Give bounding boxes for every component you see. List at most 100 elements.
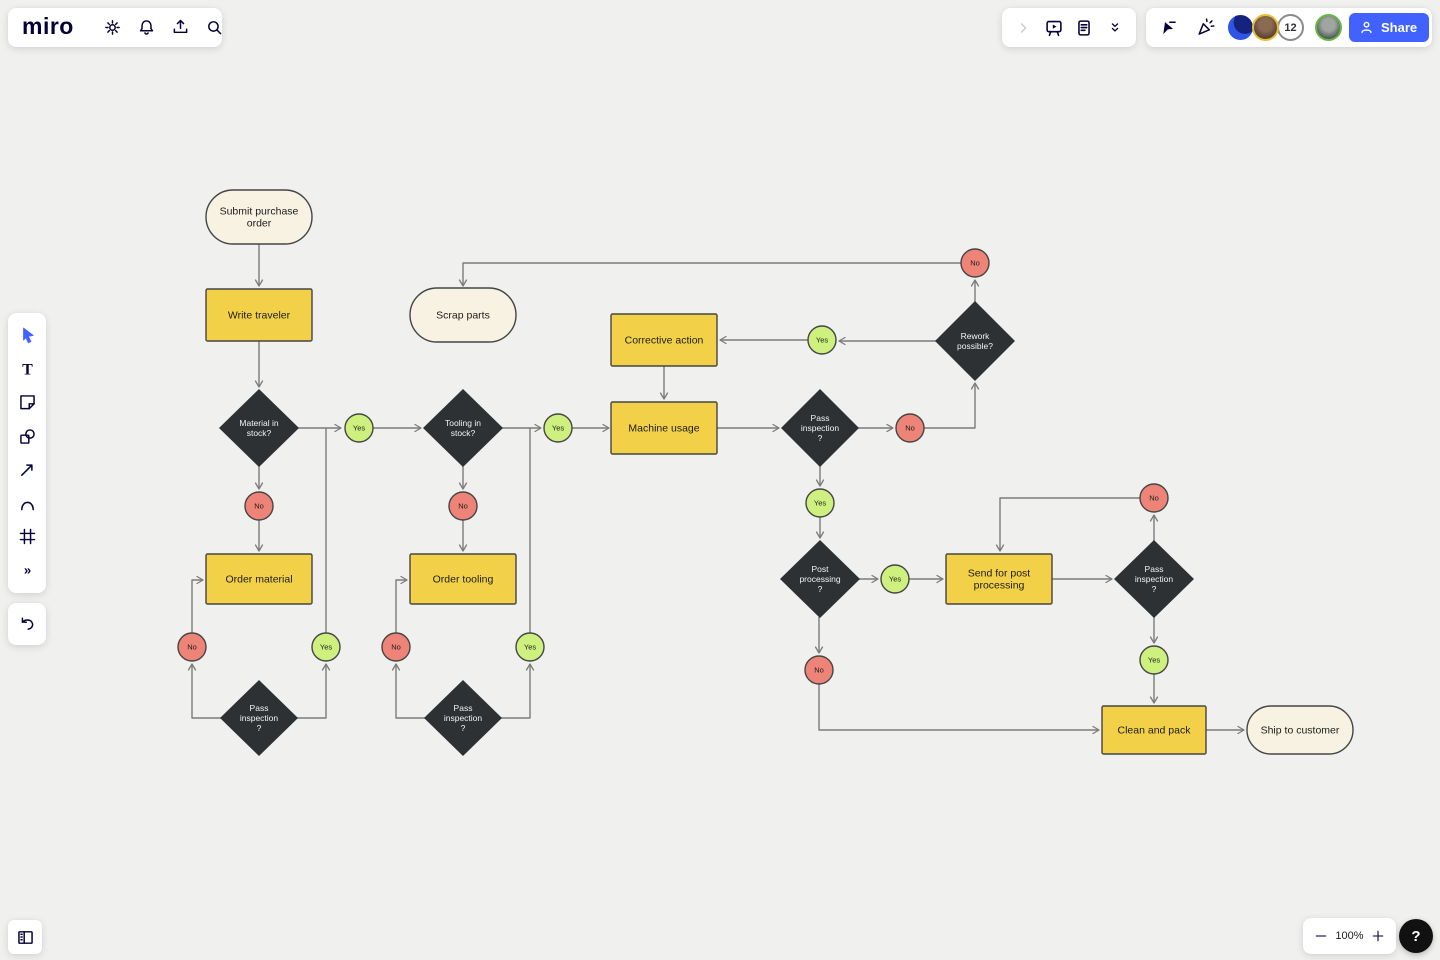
edge-pass1-to-no-loop[interactable] [187,663,221,719]
undo-toolbar [8,603,46,645]
edge-no-to-scrap-parts[interactable] [458,262,961,287]
connector-tool[interactable] [12,455,42,485]
settings-button[interactable] [98,13,128,43]
edge-pass1-to-yes-loop[interactable] [297,663,331,719]
node-no-loop-tooling[interactable]: No [381,632,411,662]
export-button[interactable] [166,13,196,43]
zoom-level[interactable]: 100% [1335,930,1364,942]
edge-no-to-rework[interactable] [924,382,980,429]
creation-toolbar: T » [8,313,46,593]
more-chevrons-icon: » [23,562,30,577]
frame-tool[interactable] [12,522,42,552]
hide-cursors-button[interactable] [1153,13,1183,43]
node-no-loop-material[interactable]: No [177,632,207,662]
node-yes-tooling[interactable]: Yes [543,413,573,443]
sticky-note-icon [19,395,35,410]
collaborator-count-badge[interactable]: 12 [1277,14,1304,41]
select-tool[interactable] [12,321,42,351]
reactions-button[interactable] [1190,13,1220,43]
edge-pass2-to-no-loop[interactable] [391,663,425,719]
node-no-inspection-machine[interactable]: No [895,413,925,443]
node-no-material[interactable]: No [244,491,274,521]
share-button[interactable]: Share [1349,13,1430,42]
shapes-tool[interactable] [12,421,42,451]
node-yes-inspection-machine[interactable]: Yes [805,488,835,518]
notes-button[interactable] [1069,13,1099,43]
edge-no-loop-to-order-tooling[interactable] [395,575,408,633]
edge-pass2-to-yes-loop[interactable] [501,663,535,719]
collaborator-avatar-1[interactable] [1227,14,1254,41]
user-avatar[interactable] [1315,14,1342,41]
node-yes-material[interactable]: Yes [344,413,374,443]
node-scrap-parts[interactable]: Scrap parts [409,287,517,343]
collaborator-avatar-2[interactable] [1252,14,1279,41]
undo-button[interactable] [12,609,42,639]
text-icon: T [22,361,33,378]
zoom-out-button[interactable] [1310,925,1332,947]
edge-no-to-send-top[interactable] [995,497,1140,552]
notes-icon [1078,19,1091,36]
node-yes-loop-tooling[interactable]: Yes [515,632,545,662]
node-yes-post-processing[interactable]: Yes [880,564,910,594]
undo-icon [21,616,33,630]
board-actions-toolbar [1002,8,1136,47]
node-ship-to-customer[interactable]: Ship to customer [1246,705,1354,755]
node-write-traveler[interactable]: Write traveler [205,288,313,342]
sticky-note-tool[interactable] [12,388,42,418]
bell-icon [140,20,154,35]
node-order-material[interactable]: Order material [205,553,313,605]
node-no-rework[interactable]: No [960,248,990,278]
collaboration-toolbar: 12 Share [1146,8,1432,47]
share-label: Share [1381,20,1418,35]
more-tools[interactable]: » [12,555,42,585]
hide-cursors-icon [1162,21,1176,35]
pen-tool[interactable] [12,488,42,518]
node-corrective-action[interactable]: Corrective action [610,313,718,367]
plus-icon [1372,930,1384,942]
settings-icon [105,20,121,35]
search-button[interactable] [200,13,230,43]
minus-icon [1315,935,1327,937]
node-order-tooling[interactable]: Order tooling [409,553,517,605]
node-yes-loop-material[interactable]: Yes [311,632,341,662]
svg-text:T: T [22,361,33,378]
main-toolbar: miro [8,8,222,47]
collapse-icon [1111,22,1119,31]
help-button[interactable]: ? [1399,919,1433,953]
notifications-button[interactable] [132,13,162,43]
collapse-button[interactable] [1100,13,1130,43]
node-no-tooling[interactable]: No [448,491,478,521]
miro-logo[interactable]: miro [22,12,74,39]
presentation-button[interactable] [1039,13,1069,43]
frame-icon [19,529,35,545]
node-no-post-inspection[interactable]: No [1139,483,1169,513]
node-yes-post-inspection[interactable]: Yes [1139,645,1169,675]
pen-icon [20,501,34,511]
node-machine-usage[interactable]: Machine usage [610,401,718,455]
expand-button[interactable] [1008,13,1038,43]
frames-panel-toggle[interactable] [8,920,42,954]
node-yes-rework[interactable]: Yes [807,325,837,355]
node-clean-and-pack[interactable]: Clean and pack [1101,705,1207,755]
zoom-controls: 100% [1303,918,1396,954]
edge-no-to-clean[interactable] [818,684,1100,735]
edge-no-loop-to-order-material[interactable] [191,575,204,633]
node-no-post-processing[interactable]: No [804,655,834,685]
text-tool[interactable]: T [12,354,42,384]
zoom-in-button[interactable] [1367,925,1389,947]
chevron-right-icon [1020,22,1027,33]
search-icon [208,21,222,35]
shapes-icon [19,428,35,444]
